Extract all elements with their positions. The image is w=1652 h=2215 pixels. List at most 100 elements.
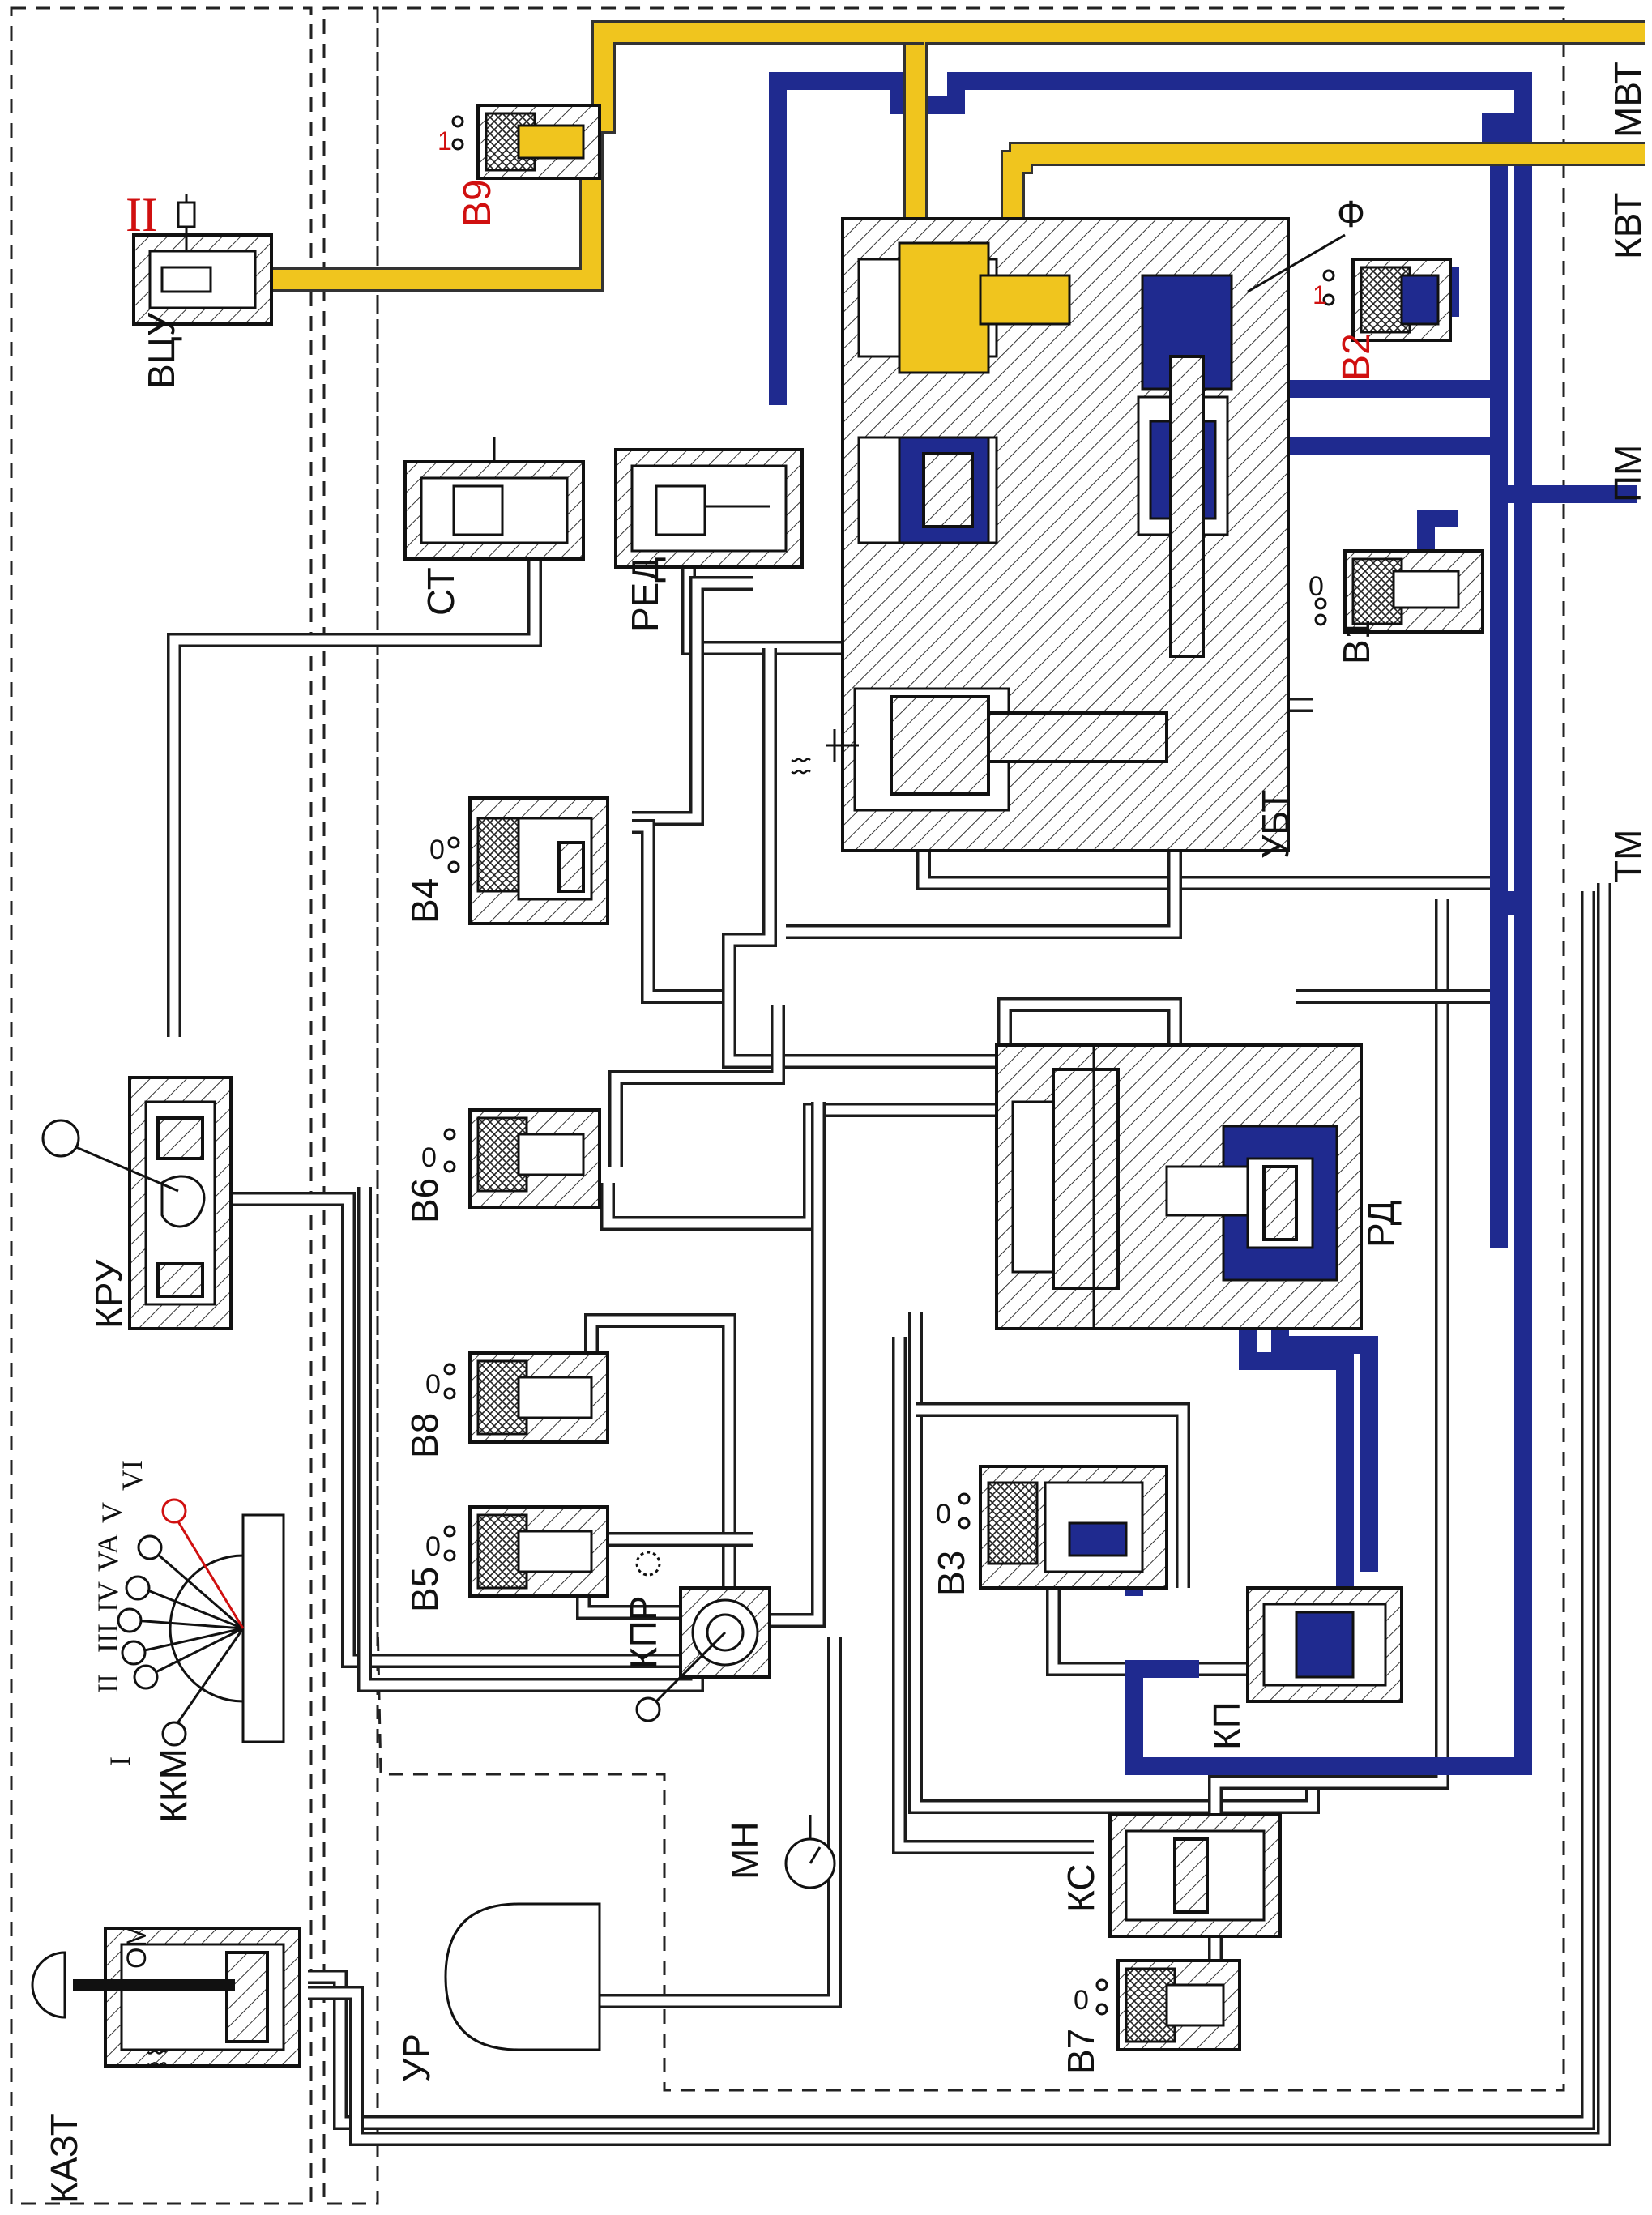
- position-iv: IV: [92, 1581, 124, 1612]
- kru-unit: КРУ: [41, 1076, 233, 1330]
- terminal-icon: [1322, 269, 1335, 282]
- v5-label: В5: [403, 1567, 446, 1612]
- reservoir-ur: УР: [395, 1902, 601, 2082]
- emergency-button-icon[interactable]: [31, 1951, 66, 2019]
- terminal-icon: [1095, 1978, 1108, 1991]
- v2-mark: 1: [1313, 280, 1327, 309]
- v9-label: В9: [456, 179, 499, 227]
- terminal-icon: [1322, 293, 1335, 306]
- kazt-unit: ОМ ⌇⌇ КАЗТ: [31, 1924, 301, 2204]
- terminal-icon: [443, 1549, 456, 1562]
- mn-label: МН: [724, 1821, 766, 1880]
- red-label: РЕД: [624, 557, 666, 632]
- position-vi: VI: [116, 1460, 148, 1491]
- terminal-icon: [443, 1525, 456, 1538]
- terminal-icon: [1095, 2003, 1108, 2016]
- position-ii: II: [92, 1674, 124, 1693]
- v8-label: В8: [403, 1413, 446, 1458]
- dashed-boundaries: [10, 6, 1565, 2205]
- kpr-label: КПР: [622, 1595, 664, 1669]
- v7-mark: 0: [1074, 1985, 1089, 2016]
- kazt-label: КАЗТ: [43, 2113, 85, 2204]
- terminal-icon: [1314, 613, 1327, 626]
- spring-icon: ⌇⌇: [788, 754, 817, 778]
- position-va: VA: [92, 1534, 124, 1572]
- v9-mark: 1: [438, 126, 452, 156]
- v3-label: В3: [930, 1551, 972, 1596]
- v6-label: В6: [403, 1178, 446, 1223]
- v7-label: В7: [1060, 2029, 1102, 2074]
- v3-mark: 0: [936, 1499, 951, 1530]
- vtsu-label: ВЦУ: [140, 312, 182, 389]
- position-i: I: [104, 1756, 136, 1766]
- vtsu-valve: II ВЦУ: [126, 188, 273, 389]
- terminal-icon: [443, 1387, 456, 1400]
- controller-position-icon[interactable]: [137, 1534, 163, 1560]
- valve-v8: 0 В8: [403, 1351, 609, 1458]
- terminal-icon: [443, 1128, 456, 1141]
- rd-unit: РД: [995, 1043, 1402, 1330]
- valve-v1: 0 В1: [1308, 549, 1484, 664]
- ks-unit: КС: [1060, 1813, 1282, 1938]
- terminal-icon: [958, 1492, 971, 1505]
- lever-handle-icon[interactable]: [635, 1696, 661, 1722]
- om-label: ОМ: [122, 1924, 152, 1969]
- valve-v4: 0 В4: [403, 796, 609, 925]
- ur-label: УР: [395, 2034, 438, 2082]
- valve-v9: 1 В9: [438, 104, 601, 227]
- ubt-unit: ⌇⌇ УБТ Ф: [788, 193, 1365, 859]
- controller-position-icon[interactable]: [133, 1664, 159, 1690]
- kkm-controller: I II III IV VA V VI ККМ: [92, 1460, 285, 1823]
- valve-v3: 0 В3: [930, 1465, 1168, 1596]
- label-pm: ПМ: [1607, 445, 1649, 502]
- terminal-icon: [451, 115, 464, 128]
- ks-label: КС: [1060, 1864, 1102, 1913]
- spring-icon: ⌇⌇: [144, 2046, 173, 2070]
- terminal-icon: [958, 1517, 971, 1530]
- label-mvt: МВТ: [1607, 62, 1649, 138]
- external-line-labels: МВТ КВТ ПМ ТМ: [1607, 62, 1649, 883]
- terminal-icon: [443, 1160, 456, 1173]
- label-kvt: КВТ: [1607, 193, 1649, 260]
- kp-unit: КП: [1206, 1586, 1403, 1750]
- v6-mark: 0: [421, 1142, 437, 1173]
- v1-label: В1: [1335, 619, 1377, 664]
- v4-mark: 0: [429, 834, 445, 865]
- red-unit: РЕД: [614, 448, 804, 632]
- label-tm: ТМ: [1607, 830, 1649, 883]
- terminal-icon: [447, 836, 460, 849]
- f-label: Ф: [1337, 193, 1365, 235]
- controller-position-icon[interactable]: [161, 1498, 187, 1524]
- kkm-label: ККМ: [152, 1748, 194, 1823]
- terminal-icon: [451, 138, 464, 151]
- ct-unit: СТ: [403, 437, 585, 616]
- terminal-icon: [443, 1363, 456, 1376]
- controller-position-icon[interactable]: [117, 1607, 143, 1633]
- v5-mark: 0: [425, 1531, 441, 1562]
- v4-label: В4: [403, 878, 446, 924]
- controller-position-icon[interactable]: [161, 1721, 187, 1747]
- terminal-icon: [1314, 597, 1327, 610]
- rd-label: РД: [1360, 1200, 1402, 1248]
- position-v: V: [96, 1502, 128, 1523]
- ct-label: СТ: [420, 567, 462, 616]
- vtsu-position: II: [126, 188, 158, 241]
- v2-label: В2: [1335, 333, 1378, 381]
- valve-v2: 1 В2: [1313, 258, 1452, 381]
- valve-v5: 0 В5: [403, 1505, 609, 1612]
- v8-mark: 0: [425, 1369, 441, 1400]
- kru-label: КРУ: [88, 1259, 130, 1329]
- controller-position-icon[interactable]: [121, 1640, 147, 1666]
- terminal-icon: [447, 860, 460, 873]
- kp-label: КП: [1206, 1701, 1248, 1750]
- kpr-unit: КПР: [622, 1551, 771, 1722]
- controller-position-icon[interactable]: [125, 1575, 151, 1601]
- lever-handle-icon[interactable]: [41, 1119, 80, 1158]
- position-iii: III: [92, 1624, 124, 1653]
- valve-v6: 0 В6: [403, 1108, 601, 1223]
- ubt-label: УБТ: [1254, 790, 1296, 859]
- manometer-mn: МН: [724, 1815, 836, 1889]
- valve-v7: 0 В7: [1060, 1959, 1241, 2074]
- v1-mark: 0: [1308, 571, 1324, 602]
